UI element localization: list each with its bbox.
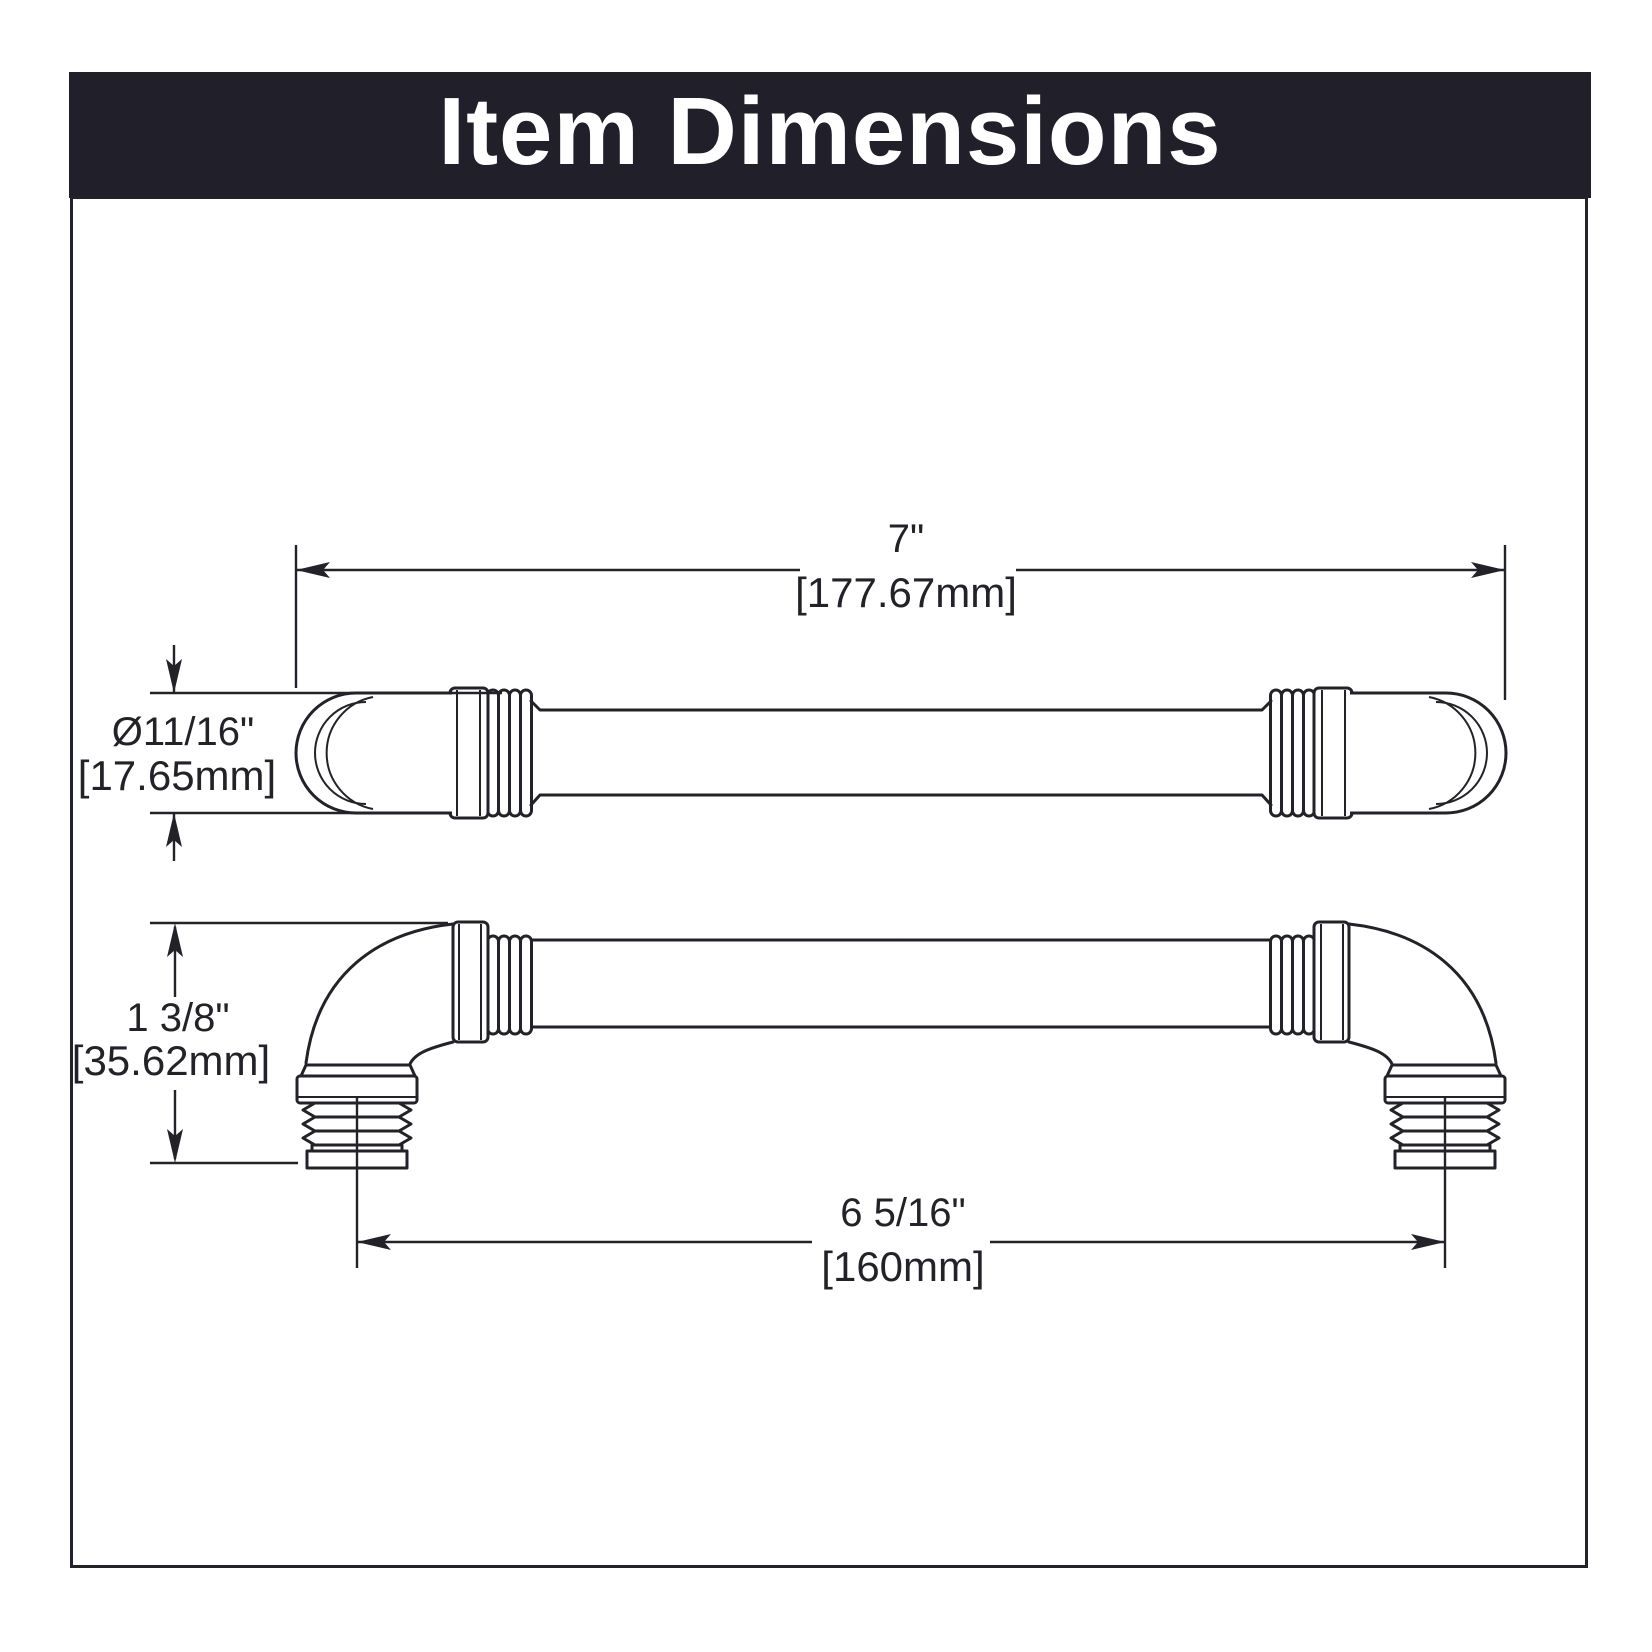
arrowhead-up	[167, 923, 183, 957]
handle-front-view-mirror	[898, 920, 1507, 1270]
collar	[448, 686, 490, 820]
overall-length-dimension: 7" [177.67mm]	[294, 517, 1507, 700]
center-to-center-inches: 6 5/16"	[840, 1191, 965, 1235]
diameter-mm: [17.65mm]	[78, 752, 276, 799]
thread-rib	[497, 934, 511, 1036]
header-bar: Item Dimensions	[69, 72, 1591, 198]
projection-inches: 1 3/8"	[126, 996, 229, 1040]
handle-side-view-mirror	[898, 686, 1508, 820]
page-title: Item Dimensions	[438, 78, 1222, 185]
arrowhead-left	[296, 562, 330, 578]
overall-length-inches: 7"	[888, 517, 924, 561]
thread-rib	[508, 688, 522, 818]
thread-rib	[508, 934, 522, 1036]
diameter-dimension: Ø11/16" [17.65mm]	[78, 645, 502, 861]
arrowhead-left	[357, 1234, 391, 1250]
thread-rib	[519, 688, 533, 818]
bar-top-edge	[529, 699, 904, 712]
collar	[451, 920, 490, 1044]
handle-front-view-half	[295, 920, 904, 1268]
center-to-center-dimension: 6 5/16" [160mm]	[357, 1191, 1445, 1290]
arrowhead-right	[1411, 1234, 1445, 1250]
arrowhead-right	[1471, 562, 1505, 578]
elbow-inner-curve	[408, 1040, 455, 1066]
thread-rib	[519, 934, 533, 1036]
diameter-inches: Ø11/16"	[112, 710, 254, 754]
end-cap-inner-arc	[314, 701, 367, 805]
end-cap	[294, 691, 452, 815]
arrowhead-down	[166, 659, 182, 693]
post-lip	[299, 1063, 417, 1078]
bar-bottom-edge	[529, 793, 904, 807]
drawing-frame	[70, 196, 1588, 1568]
elbow-outer-curve	[304, 922, 455, 1065]
projection-dimension: 1 3/8" [35.62mm]	[72, 921, 448, 1165]
arrowhead-down	[167, 1129, 183, 1163]
overall-length-mm: [177.67mm]	[795, 569, 1017, 616]
thread-rib	[497, 688, 511, 818]
projection-mm: [35.62mm]	[72, 1037, 270, 1084]
center-to-center-mm: [160mm]	[821, 1243, 984, 1290]
end-cap-inner-arc	[325, 696, 374, 810]
arrowhead-up	[166, 813, 182, 847]
handle-side-view-half	[294, 686, 904, 820]
